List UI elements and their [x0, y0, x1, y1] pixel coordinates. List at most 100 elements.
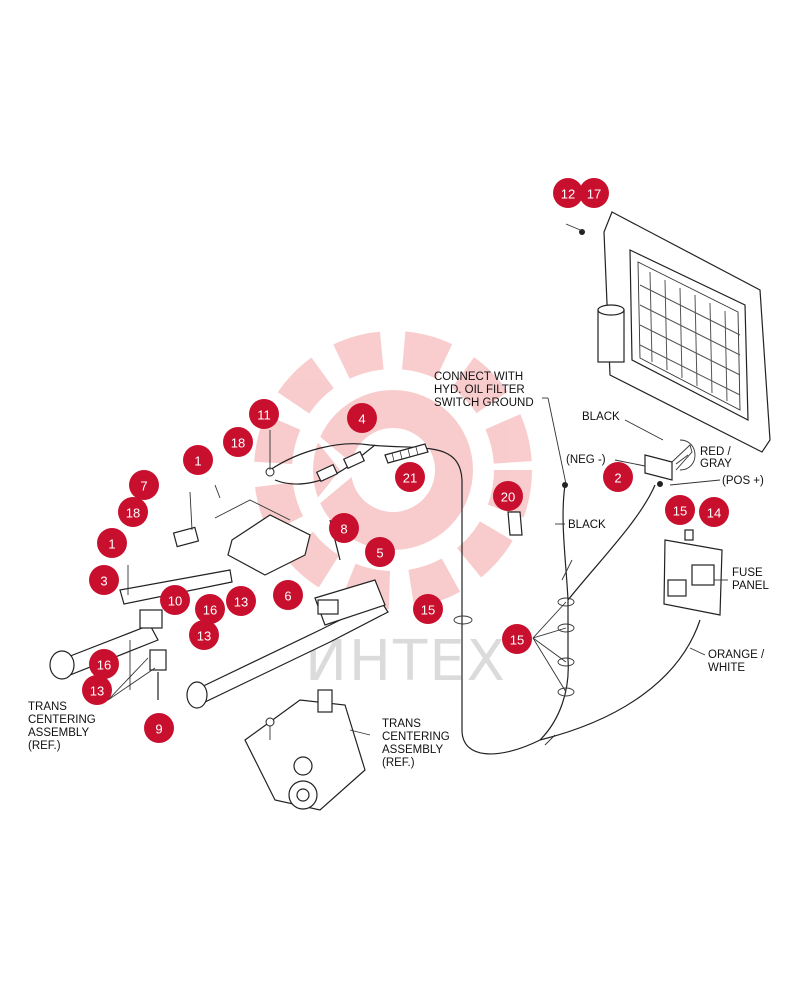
sensor-bracket [172, 430, 311, 576]
callout-circle [273, 580, 303, 610]
label-trans-left-1: TRANS [28, 701, 67, 713]
watermark-text: ИНТЕХ [305, 629, 507, 694]
callout-number: 10 [168, 594, 182, 609]
label-red-gray-2: GRAY [700, 458, 732, 470]
label-orange-white-1: ORANGE / [708, 649, 765, 661]
callout-circle [329, 513, 359, 543]
leader-lines [107, 397, 728, 736]
callout-number: 16 [97, 658, 111, 673]
callout-1: 1 [97, 528, 127, 558]
callout-circle [82, 675, 112, 705]
callout-1: 1 [183, 445, 213, 475]
label-connect-2: HYD. OIL FILTER [434, 384, 525, 396]
callout-number: 13 [90, 684, 104, 699]
label-black-mid: BLACK [568, 519, 606, 531]
label-neg: (NEG -) [566, 454, 606, 466]
callout-number: 8 [340, 522, 347, 537]
callout-number: 15 [421, 603, 435, 618]
label-trans-left-2: CENTERING [28, 714, 96, 726]
callout-circle [183, 445, 213, 475]
callout-number: 5 [376, 546, 383, 561]
right-link-arm [186, 519, 389, 709]
callout-number: 15 [510, 633, 524, 648]
callout-circle [226, 586, 256, 616]
callout-15: 15 [665, 495, 695, 525]
callout-13: 13 [82, 675, 112, 705]
switch-box [644, 439, 696, 487]
callout-number: 13 [234, 595, 248, 610]
label-connect-1: CONNECT WITH [434, 371, 523, 383]
label-pos: (POS +) [722, 475, 764, 487]
callout-15: 15 [502, 624, 532, 654]
label-black-top: BLACK [582, 411, 620, 423]
callout-21: 21 [395, 462, 425, 492]
callout-circle [118, 497, 148, 527]
callout-circle [493, 481, 523, 511]
callout-16: 16 [195, 594, 225, 624]
callout-13: 13 [189, 620, 219, 650]
label-trans-center-1: TRANS [382, 718, 421, 730]
callout-circle [195, 594, 225, 624]
callout-18: 18 [223, 427, 253, 457]
callout-number: 6 [284, 589, 291, 604]
label-trans-center-2: CENTERING [382, 731, 450, 743]
callout-number: 1 [108, 537, 115, 552]
text-labels: CONNECT WITH HYD. OIL FILTER SWITCH GROU… [28, 371, 769, 769]
callout-circle [129, 470, 159, 500]
label-trans-left-4: (REF.) [28, 740, 61, 752]
callout-number: 20 [501, 490, 515, 505]
callout-number: 21 [403, 471, 417, 486]
callout-circle [144, 713, 174, 743]
callout-circle [89, 565, 119, 595]
callout-5: 5 [365, 537, 395, 567]
callout-circle [347, 403, 377, 433]
callout-number: 4 [358, 412, 365, 427]
callout-number: 11 [257, 408, 271, 423]
label-orange-white-2: WHITE [708, 662, 745, 674]
callout-circle [579, 178, 609, 208]
callout-number: 14 [707, 506, 721, 521]
bracket-20 [507, 511, 523, 536]
callout-9: 9 [144, 713, 174, 743]
seat-back-panel [565, 211, 771, 453]
callout-circle [249, 399, 279, 429]
callout-2: 2 [603, 462, 633, 492]
callout-3: 3 [89, 565, 119, 595]
callout-14: 14 [699, 497, 729, 527]
callout-circle [665, 495, 695, 525]
callout-number: 18 [231, 436, 245, 451]
label-red-gray-1: RED / [700, 446, 731, 458]
label-trans-center-4: (REF.) [382, 757, 415, 769]
callout-number: 7 [140, 479, 147, 494]
callout-number: 16 [203, 603, 217, 618]
label-trans-left-3: ASSEMBLY [28, 727, 89, 739]
callout-10: 10 [160, 585, 190, 615]
callout-15: 15 [413, 594, 443, 624]
fuse-panel [663, 529, 723, 616]
label-trans-center-3: ASSEMBLY [382, 744, 443, 756]
callout-circle [189, 620, 219, 650]
callout-circle [553, 178, 583, 208]
callout-11: 11 [249, 399, 279, 429]
callout-16: 16 [89, 649, 119, 679]
callout-circle [97, 528, 127, 558]
callout-number: 9 [155, 722, 162, 737]
callout-circle [365, 537, 395, 567]
callout-circle [89, 649, 119, 679]
callout-number: 12 [561, 187, 575, 202]
callout-circle [223, 427, 253, 457]
callout-circle [160, 585, 190, 615]
callout-number: 13 [197, 629, 211, 644]
callout-number: 2 [614, 471, 621, 486]
callout-13: 13 [226, 586, 256, 616]
callout-4: 4 [347, 403, 377, 433]
callout-17: 17 [579, 178, 609, 208]
label-fuse-2: PANEL [732, 580, 769, 592]
label-fuse-1: FUSE [732, 567, 763, 579]
callout-20: 20 [493, 481, 523, 511]
callout-number: 15 [673, 504, 687, 519]
callout-6: 6 [273, 580, 303, 610]
callout-circle [603, 462, 633, 492]
